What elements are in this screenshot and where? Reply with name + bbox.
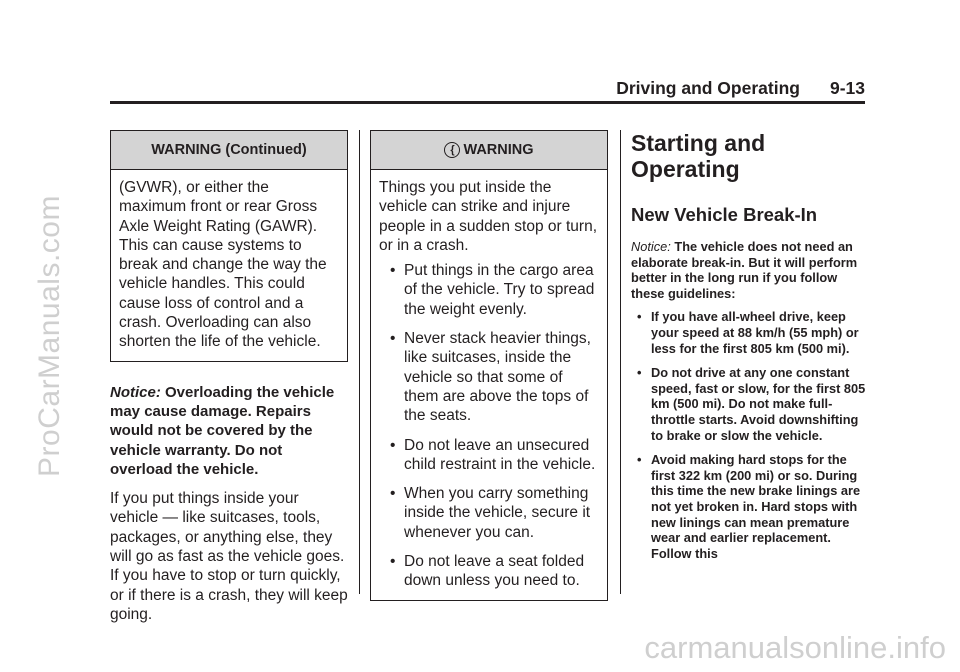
watermark-left: ProCarManuals.com <box>33 195 66 477</box>
warning-box: { WARNING Things you put inside the vehi… <box>370 130 608 601</box>
list-item: Do not drive at any one constant speed, … <box>631 365 871 443</box>
warning-bullets: Put things in the cargo area of the vehi… <box>379 261 599 590</box>
list-item: Avoid making hard stops for the first 32… <box>631 452 871 561</box>
notice-label: Notice: <box>110 383 161 401</box>
notice-text: Overloading the vehicle may cause damage… <box>110 383 335 478</box>
column-divider-1 <box>359 130 360 594</box>
list-item: If you have all-wheel drive, keep your s… <box>631 309 871 356</box>
list-item: Do not leave an unsecured child restrain… <box>379 436 599 475</box>
warning-icon: { <box>444 142 461 158</box>
page-header: Driving and Operating 9-13 <box>110 78 865 99</box>
column-3: Starting and Operating New Vehicle Break… <box>631 130 871 570</box>
overload-notice: Notice: Overloading the vehicle may caus… <box>110 383 348 479</box>
section-title: Starting and Operating <box>631 130 766 182</box>
watermark-bottom: carmanualsonline.info <box>644 630 946 665</box>
warning-continued-text: (GVWR), or either the maximum front or r… <box>119 179 327 351</box>
column-divider-2 <box>620 130 621 594</box>
column-1: WARNING (Continued) (GVWR), or either th… <box>110 130 348 624</box>
page-number: 9-13 <box>829 78 865 98</box>
break-in-bullets: If you have all-wheel drive, keep your s… <box>631 309 871 561</box>
warning-continued-box: WARNING (Continued) (GVWR), or either th… <box>110 130 348 362</box>
warning-body: Things you put inside the vehicle can st… <box>371 170 607 600</box>
warning-label: WARNING <box>463 142 534 158</box>
warning-continued-title: WARNING (Continued) <box>111 131 347 170</box>
column-2: { WARNING Things you put inside the vehi… <box>370 130 608 601</box>
warning-intro: Things you put inside the vehicle can st… <box>379 179 598 254</box>
header-rule <box>110 101 865 104</box>
list-item: Put things in the cargo area of the vehi… <box>379 261 599 319</box>
list-item: Never stack heavier things, like suitcas… <box>379 329 599 425</box>
section-name: Driving and Operating <box>616 78 800 98</box>
notice-label: Notice: <box>631 239 671 254</box>
notice-text: The vehicle does not need an elaborate b… <box>631 239 858 301</box>
warning-title: { WARNING <box>371 131 607 170</box>
subsection-title: New Vehicle Break-In <box>631 204 818 225</box>
break-in-notice: Notice: The vehicle does not need an ela… <box>631 239 871 301</box>
list-item: Do not leave a seat folded down unless y… <box>379 552 599 591</box>
cargo-paragraph: If you put things inside your vehicle — … <box>110 490 348 623</box>
list-item: When you carry something inside the vehi… <box>379 484 599 542</box>
